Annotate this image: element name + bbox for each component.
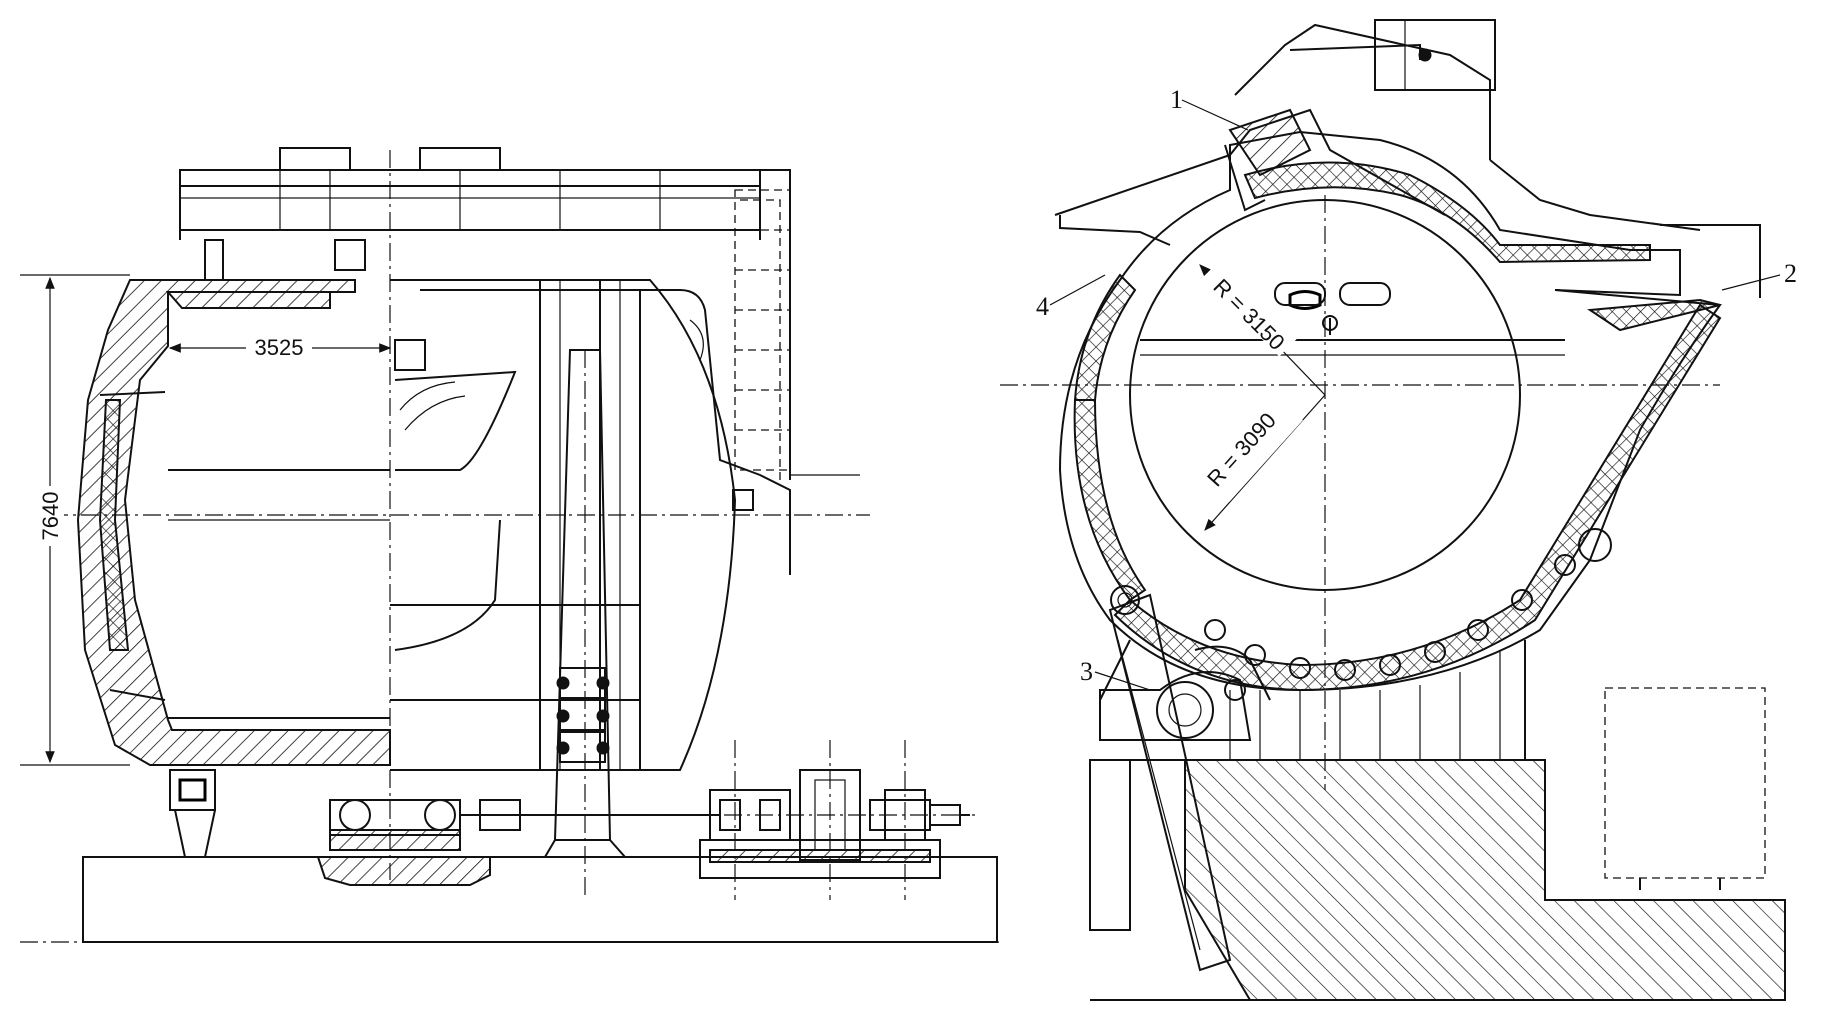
callout-2: 2 <box>1784 259 1797 288</box>
height-dimension-label: 7640 <box>38 492 63 541</box>
left-elevation-view: 3525 7640 <box>20 147 1000 943</box>
flange-bolts <box>556 667 610 763</box>
right-foundation <box>1089 687 1786 1001</box>
radius-leaders: R = 3150 R = 3090 <box>1199 257 1326 531</box>
drum-shell-ring <box>1058 108 1722 692</box>
support-pedestal <box>543 349 628 900</box>
top-walkway-platform <box>179 147 791 480</box>
furnace-shell-section <box>76 279 391 766</box>
width-dimension-label: 3525 <box>255 335 304 360</box>
callout-3: 3 <box>1080 657 1093 686</box>
drive-motor-train <box>600 740 975 900</box>
width-dimension: 3525 <box>168 334 392 360</box>
drum-bore <box>1000 195 1720 790</box>
drum-exterior <box>390 279 791 771</box>
right-cross-section-view: R = 3150 R = 3090 <box>1000 19 1797 1001</box>
support-rollers <box>1204 528 1612 760</box>
callout-1: 1 <box>1170 85 1183 114</box>
roof-equipment <box>1054 19 1761 298</box>
tilt-drive-gear <box>1099 585 1271 972</box>
dashed-chimney-outline <box>734 189 860 476</box>
callout-4: 4 <box>1036 292 1049 321</box>
foundation-slab <box>20 856 1000 943</box>
left-support-foot <box>169 769 216 858</box>
bottom-roller-drive <box>329 799 720 851</box>
height-dimension: 7640 <box>20 274 130 766</box>
callout-leaders <box>1049 99 1781 691</box>
